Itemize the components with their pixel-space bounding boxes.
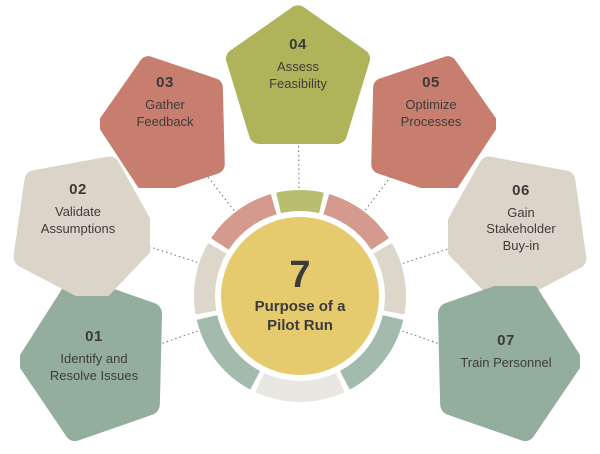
step-label: Validate Assumptions xyxy=(40,204,116,236)
pentagon-step-07: 07 Train Personnel xyxy=(432,286,580,446)
center-title: Purpose of a Pilot Run xyxy=(254,298,346,334)
pentagon-shape xyxy=(20,286,163,442)
pentagon-step-02: 02 Validate Assumptions xyxy=(6,150,150,296)
pentagon-shape xyxy=(100,56,225,188)
step-label: Gain Stakeholder Buy-in xyxy=(486,205,556,253)
pentagon-step-06: 06 Gain Stakeholder Buy-in xyxy=(448,150,594,298)
pentagon-shape xyxy=(371,56,496,188)
step-label: Assess Feasibility xyxy=(269,59,327,91)
step-number: 06 xyxy=(512,182,530,200)
step-number: 02 xyxy=(69,181,87,199)
pentagon-shape xyxy=(437,286,580,442)
pentagon-shape xyxy=(226,5,370,144)
center-circle: 7 Purpose of a Pilot Run xyxy=(221,217,379,375)
step-label: Optimize Processes xyxy=(400,97,462,129)
center-number: 7 xyxy=(289,254,311,297)
pentagon-step-05: 05 Optimize Processes xyxy=(366,52,496,188)
step-label: Gather Feedback xyxy=(136,97,194,129)
step-label: Identify and Resolve Issues xyxy=(49,351,139,383)
step-number: 01 xyxy=(85,328,103,346)
segment-ring: 7 Purpose of a Pilot Run xyxy=(194,190,406,402)
step-number: 04 xyxy=(289,36,307,54)
pentagon-step-04: 04 Assess Feasibility xyxy=(226,4,370,144)
pentagon-shape xyxy=(448,156,587,298)
step-number: 07 xyxy=(497,332,515,350)
pentagon-step-01: 01 Identify and Resolve Issues xyxy=(20,286,168,446)
step-number: 03 xyxy=(156,74,174,92)
pentagon-shape xyxy=(13,156,150,296)
step-number: 05 xyxy=(422,74,440,92)
step-label: Train Personnel xyxy=(460,355,552,371)
pentagon-step-03: 03 Gather Feedback xyxy=(100,52,230,188)
